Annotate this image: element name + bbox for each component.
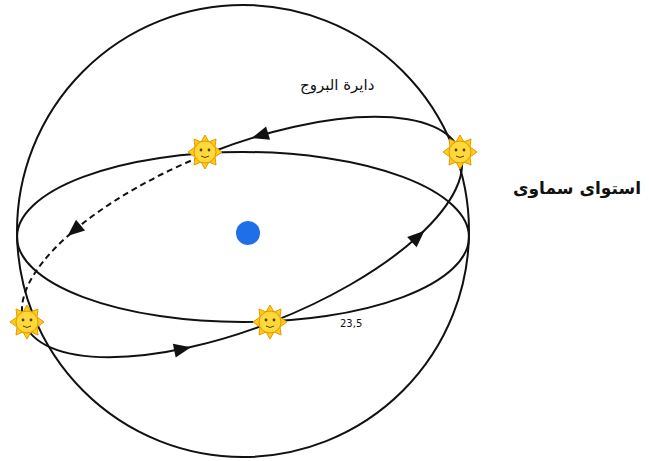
equator-label: استوای سماوی <box>513 178 641 198</box>
ecliptic-solid <box>0 67 490 407</box>
sun-icon <box>10 305 44 339</box>
sphere-outline <box>17 5 469 457</box>
direction-arrow <box>63 220 85 242</box>
sun-icon <box>443 135 477 169</box>
direction-arrow <box>407 225 429 247</box>
earth-dot <box>236 221 260 245</box>
direction-arrow <box>250 126 270 144</box>
sun-icon <box>253 305 287 339</box>
angle-value: 23,5 <box>340 318 362 330</box>
ecliptic-label: دایرة البروج <box>300 76 374 94</box>
ecliptic-dashed <box>0 152 242 322</box>
celestial-equator <box>17 152 469 322</box>
sun-icon <box>188 135 222 169</box>
direction-arrow <box>173 340 192 357</box>
